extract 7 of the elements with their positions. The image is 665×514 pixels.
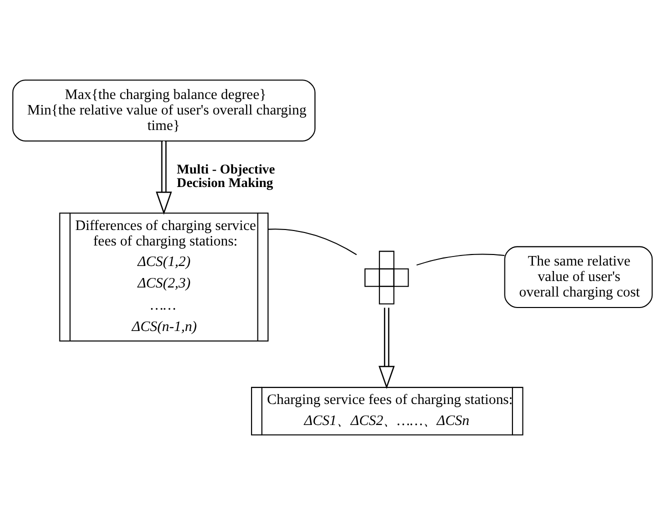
edge-label: Multi - Objective Decision Making <box>176 160 275 190</box>
connector <box>268 228 357 255</box>
connector <box>416 253 505 266</box>
arrow <box>156 140 172 214</box>
node-box: The same relative value of user's overall charging cost <box>504 246 653 308</box>
arrow <box>378 307 395 389</box>
node-box: Max{the charging balance degree} Min{the relative value of user's overall charging time} <box>12 79 316 141</box>
